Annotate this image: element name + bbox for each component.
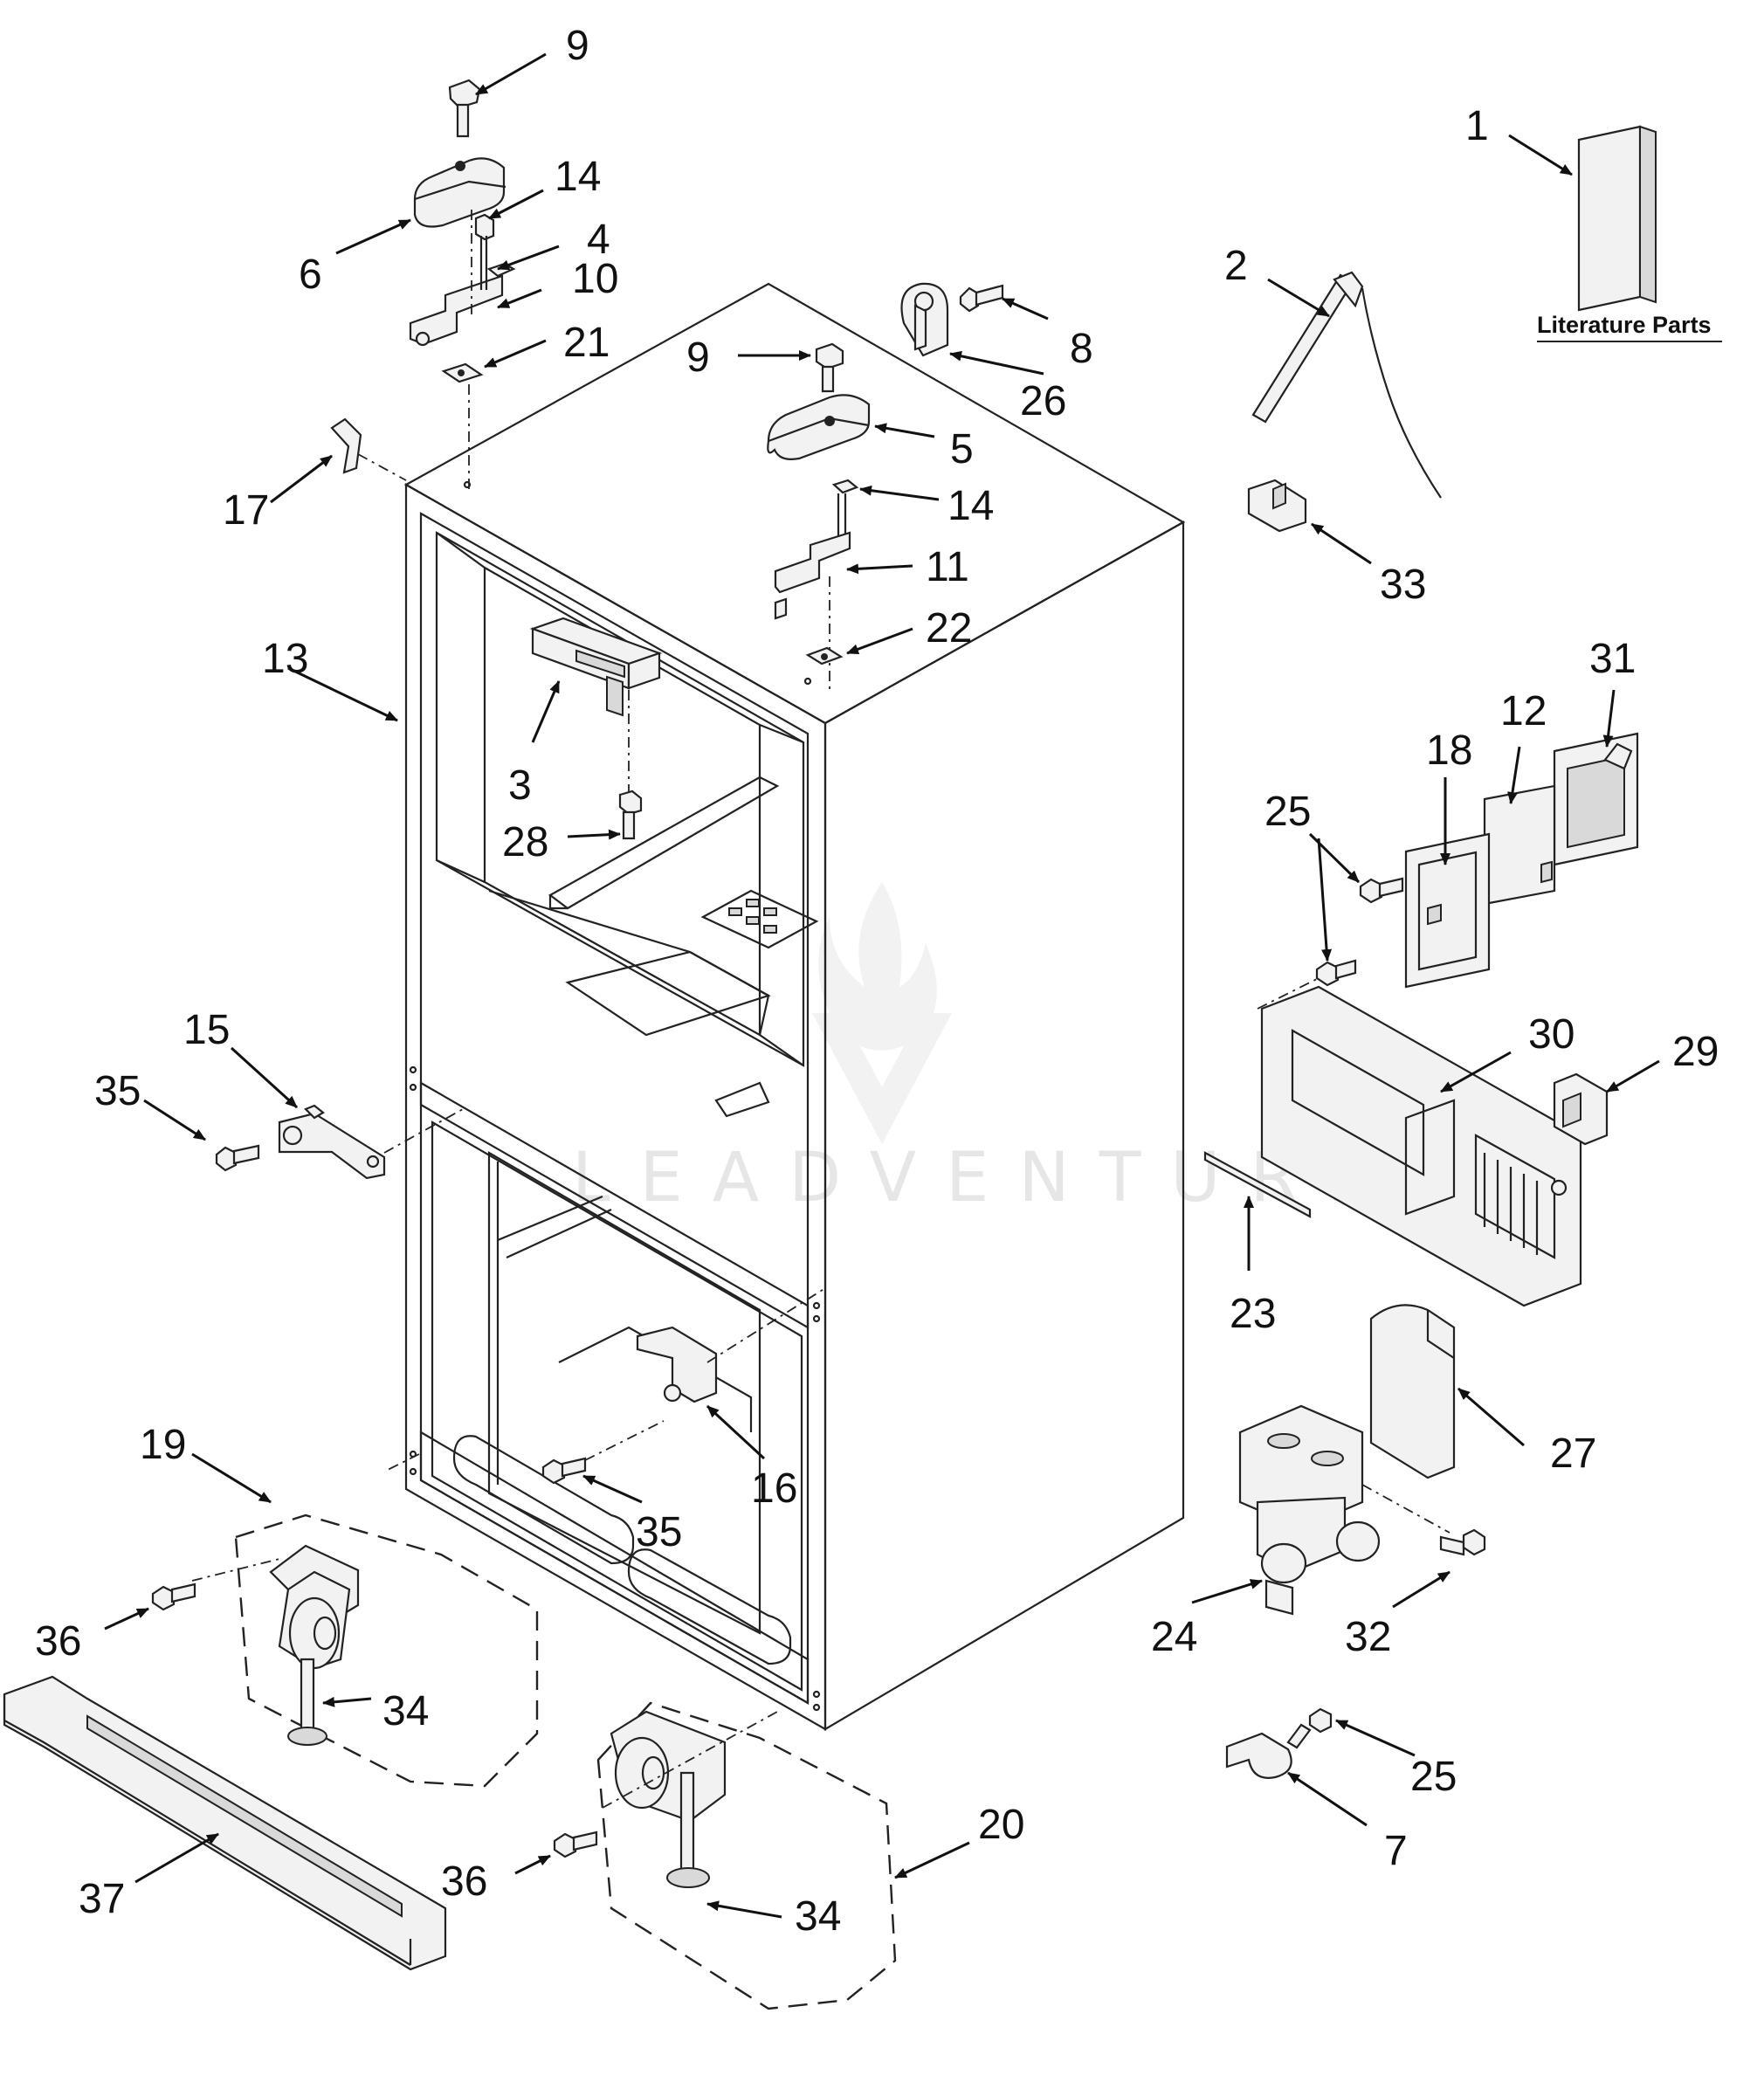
ice-bin-bracket	[529, 617, 663, 795]
water-valve-24	[1238, 1404, 1450, 1616]
callout-12: 12	[1500, 688, 1547, 734]
watermark-logo	[812, 882, 952, 1144]
callout-5: 5	[950, 426, 974, 472]
callout-10: 10	[572, 256, 618, 302]
board-cover-12	[1483, 784, 1556, 906]
callout-28: 28	[502, 819, 548, 865]
roller-assembly-20	[596, 1701, 897, 2010]
wheel-bracket-26	[900, 282, 949, 357]
callout-23: 23	[1230, 1291, 1276, 1337]
callout-15: 15	[183, 1007, 230, 1053]
callout-labels: 9 14 6 4 10 21 17 13 3 28 9 5 14 11 22 2…	[35, 23, 1719, 1940]
vent-grille	[700, 889, 819, 949]
callout-36: 36	[35, 1618, 81, 1665]
callout-34: 34	[382, 1688, 429, 1734]
screw-28	[618, 789, 643, 840]
hinge-screw-9-top	[448, 79, 481, 138]
callout-32: 32	[1345, 1614, 1391, 1660]
callout-14: 14	[555, 154, 601, 200]
callout-1: 1	[1465, 103, 1489, 149]
callout-19: 19	[140, 1422, 186, 1468]
literature-booklet	[1577, 125, 1657, 312]
clip-33	[1247, 479, 1307, 533]
literature-parts-label: Literature Parts	[1537, 312, 1712, 338]
lower-hinge-16	[636, 1287, 826, 1403]
screw-32	[1439, 1528, 1486, 1556]
callout-31: 31	[1589, 636, 1636, 682]
callout-2: 2	[1224, 243, 1248, 289]
callout-13: 13	[262, 636, 308, 682]
screw-36-center	[553, 1831, 598, 1858]
callout-27: 27	[1550, 1431, 1596, 1477]
callout-21: 21	[563, 320, 610, 366]
toe-grille-37	[3, 1675, 447, 1971]
left-hinge-cover	[413, 157, 506, 228]
hinge-shim-21	[441, 362, 484, 489]
callout-16: 16	[751, 1465, 797, 1512]
callout-14-center: 14	[947, 483, 994, 529]
bracket-29	[1553, 1072, 1609, 1146]
callout-36-center: 36	[441, 1858, 487, 1905]
control-panel-30	[1260, 985, 1582, 1307]
clamp-7	[1225, 1732, 1292, 1779]
screw-8	[959, 284, 1004, 313]
callout-7: 7	[1384, 1828, 1408, 1874]
callout-34-center: 34	[795, 1893, 841, 1940]
screw-35-center	[541, 1420, 665, 1485]
callout-37: 37	[79, 1876, 125, 1922]
callout-17: 17	[223, 487, 269, 534]
hinge-screw-9-center	[815, 342, 844, 393]
callout-30: 30	[1528, 1011, 1575, 1058]
fill-tube-2	[1251, 271, 1442, 499]
callout-6: 6	[299, 252, 322, 298]
center-hinge-15	[278, 1104, 464, 1180]
callout-33: 33	[1380, 562, 1426, 608]
upper-left-hinge	[409, 210, 516, 347]
right-hinge-cover	[767, 394, 871, 460]
callout-35-center: 35	[636, 1509, 682, 1555]
callout-9: 9	[566, 23, 589, 69]
screw-36-left	[151, 1582, 196, 1611]
callout-4: 4	[587, 217, 610, 263]
callout-35: 35	[94, 1068, 141, 1114]
callout-25: 25	[1264, 789, 1311, 835]
leader-arrows	[104, 52, 1660, 1919]
valve-cover-27	[1369, 1304, 1456, 1479]
callout-25-lower: 25	[1410, 1754, 1457, 1800]
upper-right-hinge	[774, 531, 851, 690]
seal-strip-23	[1203, 1151, 1312, 1218]
bracket-17	[330, 417, 407, 481]
access-cover-18	[1404, 832, 1491, 989]
callout-9-center: 9	[686, 334, 710, 381]
screw-35-left	[215, 1144, 260, 1172]
roller-assembly-19	[191, 1453, 539, 1788]
callout-8: 8	[1070, 326, 1093, 372]
screw-25-lower	[1286, 1707, 1333, 1749]
callout-26: 26	[1020, 378, 1066, 424]
callout-20: 20	[978, 1802, 1024, 1848]
callout-18: 18	[1426, 727, 1472, 774]
hinge-shim-22	[805, 646, 844, 665]
hinge-screw-14-center	[831, 479, 859, 541]
screw-25-upper	[1359, 877, 1404, 904]
control-board-31	[1553, 732, 1639, 866]
callout-22: 22	[926, 605, 972, 652]
callout-29: 29	[1672, 1029, 1719, 1075]
callout-3: 3	[508, 762, 532, 809]
callout-24: 24	[1151, 1614, 1197, 1660]
callout-11: 11	[926, 544, 969, 590]
screw-25-middle	[1257, 959, 1357, 1010]
refrigerator-cabinet	[403, 282, 1186, 1731]
